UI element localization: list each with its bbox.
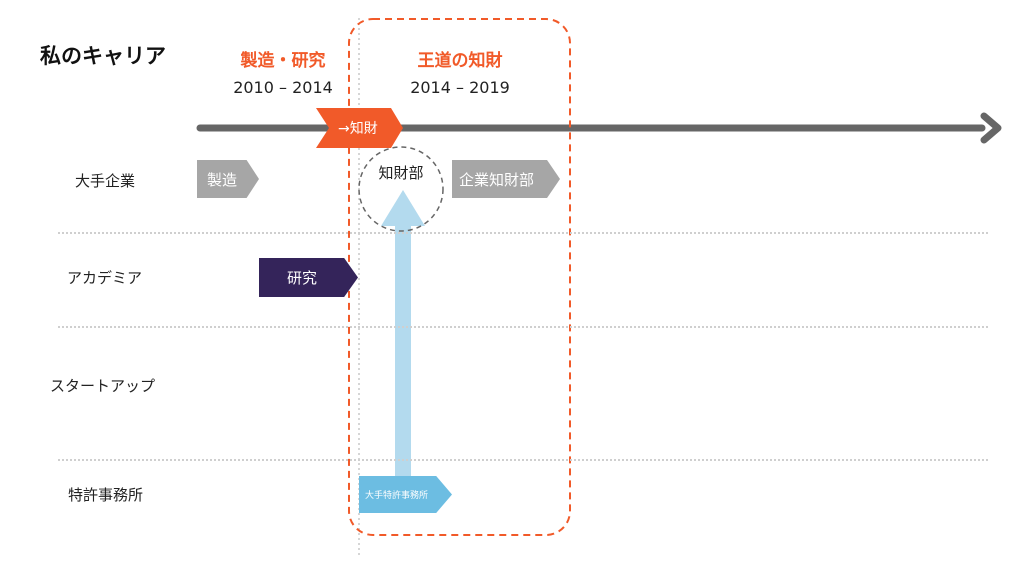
page-title: 私のキャリア [40, 44, 166, 68]
phase-2-years: 2014 – 2019 [410, 78, 510, 97]
row-label-large-company: 大手企業 [75, 172, 136, 190]
tag-corporate-ip-label: 企業知財部 [459, 170, 535, 189]
upward-arrow-shaft [395, 225, 411, 477]
timeline-arrowhead [980, 112, 1002, 144]
row-divider [58, 326, 988, 328]
row-label-startup: スタートアップ [50, 377, 156, 395]
ip-dept-circle [358, 146, 444, 232]
row-divider [58, 232, 988, 234]
phase-2-name: 王道の知財 [417, 51, 503, 71]
tag-research-label: 研究 [287, 269, 318, 287]
highlight-box [348, 18, 571, 536]
transition-marker-shape [316, 108, 403, 148]
row-divider [58, 459, 988, 461]
row-label-patent-firm: 特許事務所 [68, 486, 144, 504]
upward-arrow-head [381, 190, 425, 226]
tag-manufacturing: 製造 [197, 160, 259, 198]
tag-manufacturing-label: 製造 [207, 170, 238, 189]
ip-dept-label: 知財部 [378, 164, 424, 182]
phase-1-name: 製造・研究 [240, 51, 326, 71]
tag-corporate-ip: 企業知財部 [452, 160, 560, 198]
row-label-academia: アカデミア [67, 269, 143, 287]
tag-patent-firm: 大手特許事務所 [359, 476, 452, 513]
tag-patent-firm-label: 大手特許事務所 [365, 491, 429, 501]
phase-1-years: 2010 – 2014 [233, 78, 333, 97]
tag-research: 研究 [259, 258, 358, 297]
transition-marker-label: →知財 [338, 121, 378, 137]
